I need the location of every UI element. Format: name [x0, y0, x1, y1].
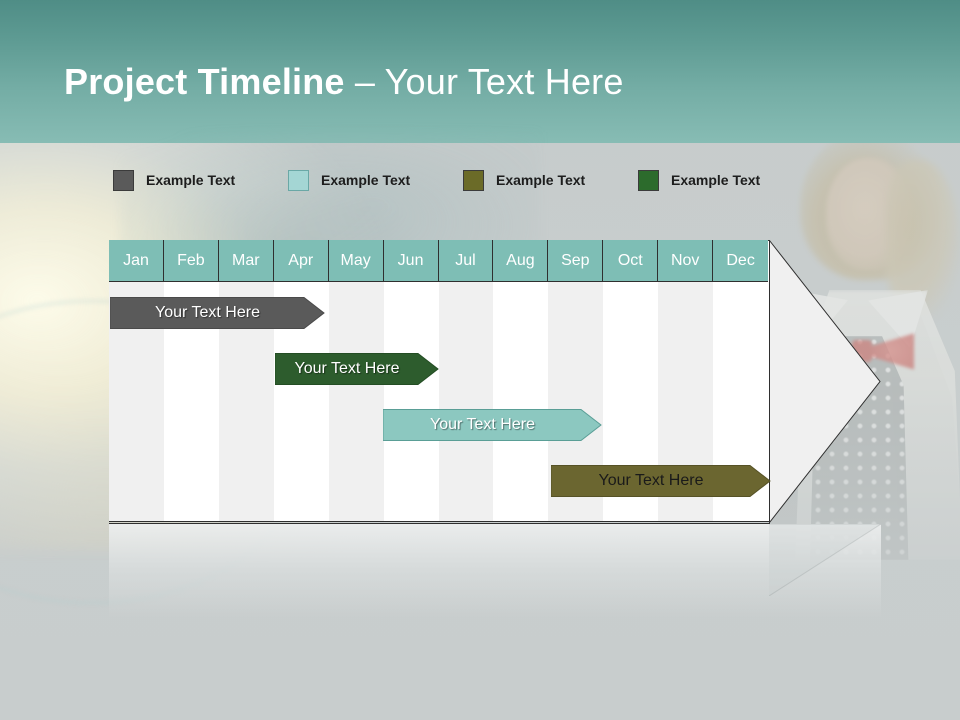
legend-swatch-icon-4 [638, 169, 659, 191]
timeline-bar-4-label: Your Text Here [598, 472, 704, 489]
month-cell-apr[interactable]: Apr [274, 240, 329, 281]
timeline-bar-1[interactable]: Your Text Here [109, 297, 325, 329]
legend: Example Text Example Text Example Text E… [113, 168, 813, 192]
month-cell-feb[interactable]: Feb [164, 240, 219, 281]
header-band: Project Timeline – Your Text Here [0, 0, 960, 143]
month-cell-sep[interactable]: Sep [548, 240, 604, 281]
timeline-bar-1-label: Your Text Here [155, 304, 260, 321]
timeline-grid: Jan Feb Mar Apr May Jun Jul Aug Sep Oct … [109, 240, 771, 522]
column-stripe [438, 281, 494, 521]
legend-swatch-icon-3 [463, 169, 484, 191]
column-stripe [328, 281, 384, 521]
page-title-strong: Project Timeline [64, 61, 345, 102]
month-cell-jun[interactable]: Jun [384, 240, 439, 281]
timeline-bar-2-shape [274, 353, 439, 385]
month-cell-aug[interactable]: Aug [493, 240, 549, 281]
legend-label-2: Example Text [321, 172, 411, 188]
legend-item-3[interactable]: Example Text [463, 168, 585, 192]
legend-label-3: Example Text [496, 172, 586, 188]
timeline-bar-3-label: Your Text Here [430, 416, 535, 433]
month-cell-oct[interactable]: Oct [603, 240, 659, 281]
month-cell-dec[interactable]: Dec [726, 251, 755, 269]
month-header-underline [109, 281, 768, 282]
timeline-bar-4[interactable]: Your Text Here [550, 465, 771, 497]
legend-label-4: Example Text [671, 172, 761, 188]
legend-item-4[interactable]: Example Text [638, 168, 760, 192]
month-cell-mar[interactable]: Mar [219, 240, 274, 281]
column-stripe [493, 281, 549, 521]
month-cell-may[interactable]: May [329, 240, 384, 281]
column-stripe [383, 281, 439, 521]
timeline-bar-3[interactable]: Your Text Here [382, 409, 602, 441]
legend-item-2[interactable]: Example Text [288, 168, 410, 192]
timeline-reflection-arrowhead [769, 524, 881, 596]
page-title-separator: – [344, 61, 385, 102]
legend-label-1: Example Text [146, 172, 236, 188]
month-cell-jan[interactable]: Jan [109, 240, 164, 281]
page-title-light: Your Text Here [384, 61, 624, 102]
timeline-bar-2[interactable]: Your Text Here [274, 353, 439, 385]
timeline-bar-1-shape [109, 297, 325, 329]
legend-swatch-icon-1 [113, 169, 134, 191]
legend-item-1[interactable]: Example Text [113, 168, 235, 192]
month-header-row: Jan Feb Mar Apr May Jun Jul Aug Sep Oct … [109, 240, 768, 281]
timeline-bar-4-shape [550, 465, 771, 497]
month-cell-nov[interactable]: Nov [658, 240, 714, 281]
timeline-arrowhead-icon [769, 240, 881, 523]
legend-swatch-icon-2 [288, 169, 309, 191]
timeline-reflection [109, 524, 881, 626]
timeline-bottom-edge [109, 523, 770, 524]
timeline-bar-2-label: Your Text Here [294, 360, 400, 377]
page-title: Project Timeline – Your Text Here [64, 60, 624, 104]
timeline-bar-3-shape [382, 409, 602, 441]
month-cell-jul[interactable]: Jul [439, 240, 494, 281]
